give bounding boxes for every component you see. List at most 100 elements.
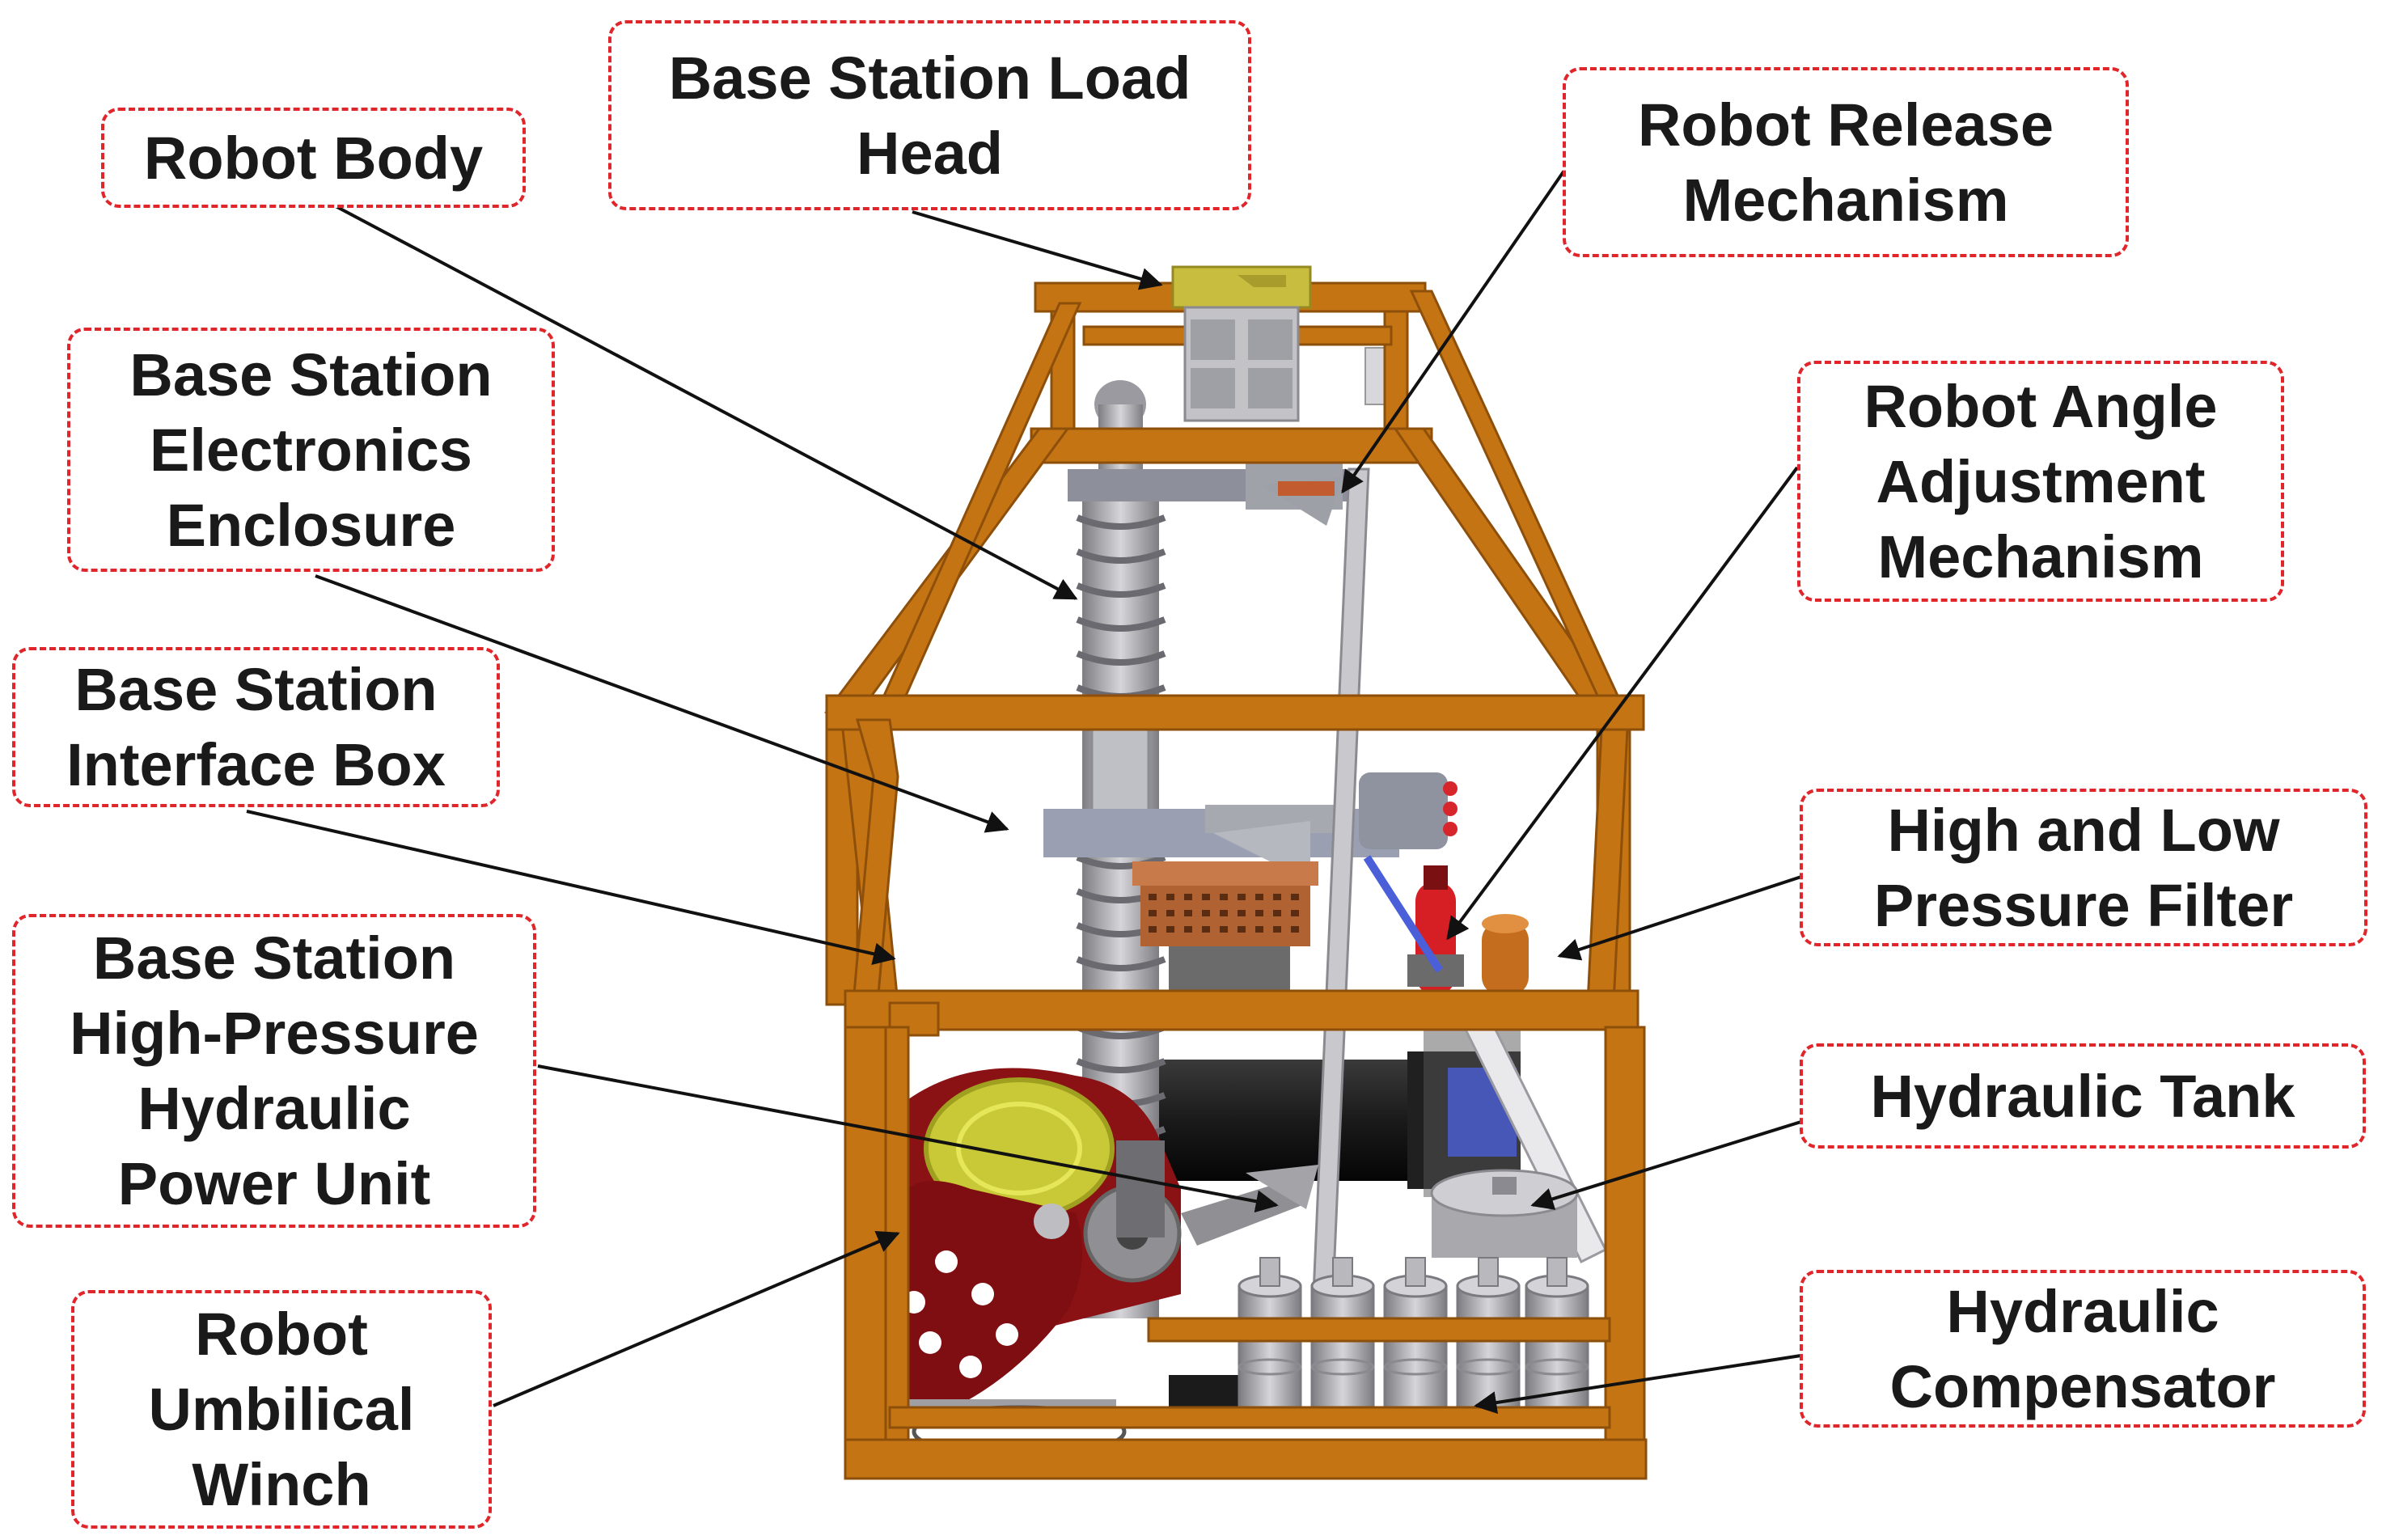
callout-hydraulic-power-unit-line-3: Hydraulic [138, 1075, 411, 1142]
interface-box-slot [1291, 910, 1299, 916]
column-coil [1076, 582, 1166, 598]
column-coil [1076, 650, 1166, 666]
compensator-neck [1546, 1257, 1568, 1287]
column-coil [1076, 548, 1166, 564]
arrow-angle-adjustment [1446, 466, 1799, 941]
interface-box-slot [1273, 894, 1281, 900]
interface-box-slot [1255, 894, 1263, 900]
interface-box-slot [1202, 926, 1210, 933]
interface-box-slot [1273, 910, 1281, 916]
compensator-band [1456, 1358, 1521, 1376]
column-coil [1076, 854, 1166, 869]
interface-box-slot [1166, 894, 1174, 900]
interface-box-slot [1202, 910, 1210, 916]
interface-box-slot [1273, 926, 1281, 933]
interface-box-slot [1184, 926, 1192, 933]
callout-angle-adjustment-line-3: Mechanism [1877, 522, 2204, 590]
callout-hydraulic-tank-line: Hydraulic Tank [1870, 1062, 2295, 1130]
release-mechanism-arm [1068, 461, 1359, 526]
frame-lower-left-post [844, 1026, 887, 1474]
callout-umbilical-winch-line-3: Winch [192, 1451, 371, 1518]
interface-box-slot [1255, 910, 1263, 916]
winch-hole [959, 1356, 982, 1378]
callout-hydraulic-power-unit-line-1: Base Station [92, 924, 456, 992]
callout-umbilical-winch: Robot Umbilical Winch [71, 1290, 492, 1529]
callout-load-head-line-1: Base Station Load [668, 44, 1191, 112]
column-coil [1076, 956, 1166, 971]
hydraulic-compensators [1238, 1257, 1589, 1429]
arrow-hydraulic-compensator [1474, 1353, 1807, 1414]
callout-umbilical-winch-line-1: Robot [195, 1301, 368, 1368]
callout-pressure-filter-line-2: Pressure Filter [1873, 871, 2294, 939]
arrow-robot-body [335, 205, 1078, 600]
frame-top-front [1030, 427, 1433, 464]
callout-release-mechanism-line-1: Robot Release [1637, 91, 2054, 159]
arrow-release-mechanism [1341, 164, 1569, 494]
umbilical-winch-body [894, 1068, 1318, 1458]
winch-hole [919, 1331, 941, 1354]
interface-box-slot [1291, 894, 1299, 900]
arrow-electronics-enclosure [315, 574, 1009, 833]
interface-box-slot [1291, 926, 1299, 933]
callout-interface-box-line-2: Interface Box [66, 731, 446, 798]
arrow-hydraulic-tank [1530, 1119, 1807, 1210]
arrow-interface-box [246, 810, 896, 966]
compensator-cylinder [1310, 1284, 1375, 1429]
callout-robot-body: Robot Body [101, 108, 526, 208]
frame-mid-belt [844, 989, 1639, 1031]
winch-hole [935, 1250, 958, 1273]
compensator-neck [1478, 1257, 1499, 1287]
callout-interface-box-line-1: Base Station [74, 656, 438, 723]
pressure-filter-body [1482, 914, 1529, 995]
load-head-block [1171, 265, 1312, 422]
callout-hydraulic-power-unit-line-4: Power Unit [117, 1150, 431, 1217]
arrow-hydraulic-power-unit [537, 1064, 1279, 1213]
arrow-pressure-filter [1557, 874, 1807, 961]
callout-hydraulic-power-unit: Base Station High-Pressure Hydraulic Pow… [12, 914, 536, 1228]
interface-box-slot [1220, 910, 1228, 916]
callout-angle-adjustment: Robot Angle Adjustment Mechanism [1797, 361, 2284, 602]
compensator-band [1310, 1358, 1375, 1376]
column-coil [1076, 514, 1166, 530]
winch-hole [996, 1323, 1018, 1346]
interface-box-slot [1220, 926, 1228, 933]
interface-box-slot [1184, 910, 1192, 916]
interface-box-slot [1166, 910, 1174, 916]
callout-hydraulic-compensator-line-2: Compensator [1889, 1352, 2276, 1420]
callout-hydraulic-compensator-line-1: Hydraulic [1946, 1277, 2219, 1345]
callout-angle-adjustment-line-1: Robot Angle [1864, 372, 2218, 440]
interface-box-slot [1202, 894, 1210, 900]
callout-electronics-enclosure: Base Station Electronics Enclosure [67, 328, 555, 572]
callout-release-mechanism-line-2: Mechanism [1682, 166, 2009, 234]
arrow-umbilical-winch [493, 1230, 900, 1407]
interface-box-slot [1238, 910, 1246, 916]
interface-box-slot [1149, 910, 1157, 916]
angle-adjustment-body [1363, 855, 1464, 995]
frame-bottom-rail [844, 1438, 1648, 1480]
callout-load-head: Base Station Load Head [608, 20, 1251, 210]
arrow-load-head [912, 210, 1163, 290]
compensator-neck [1405, 1257, 1426, 1287]
column-coil [1076, 1058, 1166, 1073]
interface-box-slot [1184, 894, 1192, 900]
interface-box-body [1132, 861, 1318, 1027]
compensator-band [1238, 1358, 1302, 1376]
frame-upper-belt [825, 694, 1645, 731]
callout-hydraulic-compensator: Hydraulic Compensator [1800, 1270, 2366, 1428]
interface-box-slot [1238, 926, 1246, 933]
compensator-neck [1332, 1257, 1353, 1287]
compensator-band [1525, 1358, 1589, 1376]
callout-electronics-enclosure-line-2: Electronics [150, 416, 472, 484]
compensator-band [1383, 1358, 1448, 1376]
callout-load-head-line-2: Head [857, 119, 1003, 187]
callout-electronics-enclosure-line-3: Enclosure [166, 491, 456, 559]
hydraulic-tank-body [1430, 1169, 1579, 1258]
interface-box-slot [1255, 926, 1263, 933]
frame-lower-right-post [1604, 1026, 1646, 1474]
callout-release-mechanism: Robot Release Mechanism [1563, 67, 2129, 257]
callout-hydraulic-power-unit-line-2: High-Pressure [70, 1000, 479, 1067]
interface-box-slot [1149, 894, 1157, 900]
leader-arrows [246, 164, 1807, 1414]
